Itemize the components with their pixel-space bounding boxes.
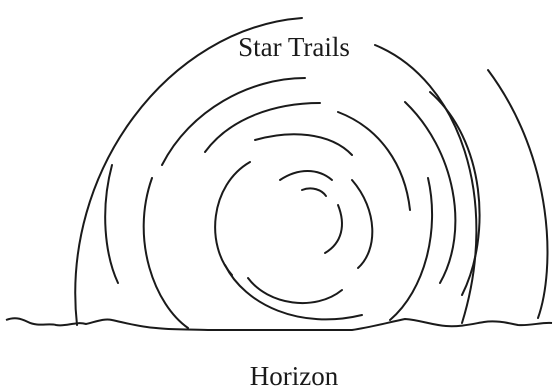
- horizon-line: [6, 318, 552, 330]
- star-trail-arc: [105, 165, 118, 283]
- star-trail-arc: [215, 162, 250, 275]
- star-trail-arc: [325, 205, 342, 253]
- diagram-title: Star Trails: [238, 32, 350, 62]
- star-trail-arc: [390, 178, 432, 320]
- star-trail-arc: [255, 134, 352, 155]
- star-trail-arc: [162, 78, 305, 165]
- star-trail-arc: [488, 70, 547, 318]
- star-trail-arc: [248, 278, 342, 303]
- star-trail-arc: [375, 45, 476, 323]
- star-trail-arc: [352, 180, 372, 268]
- star-trail-arc: [144, 178, 188, 328]
- star-trail-arc: [205, 103, 320, 152]
- star-trail-arc: [302, 188, 326, 196]
- star-trail-arc: [430, 92, 480, 295]
- star-trail-arc: [280, 171, 332, 180]
- star-trail-arc: [75, 18, 302, 325]
- horizon-label: Horizon: [250, 361, 339, 391]
- star-trail-arc: [338, 112, 410, 210]
- star-trail-arc: [225, 265, 362, 319]
